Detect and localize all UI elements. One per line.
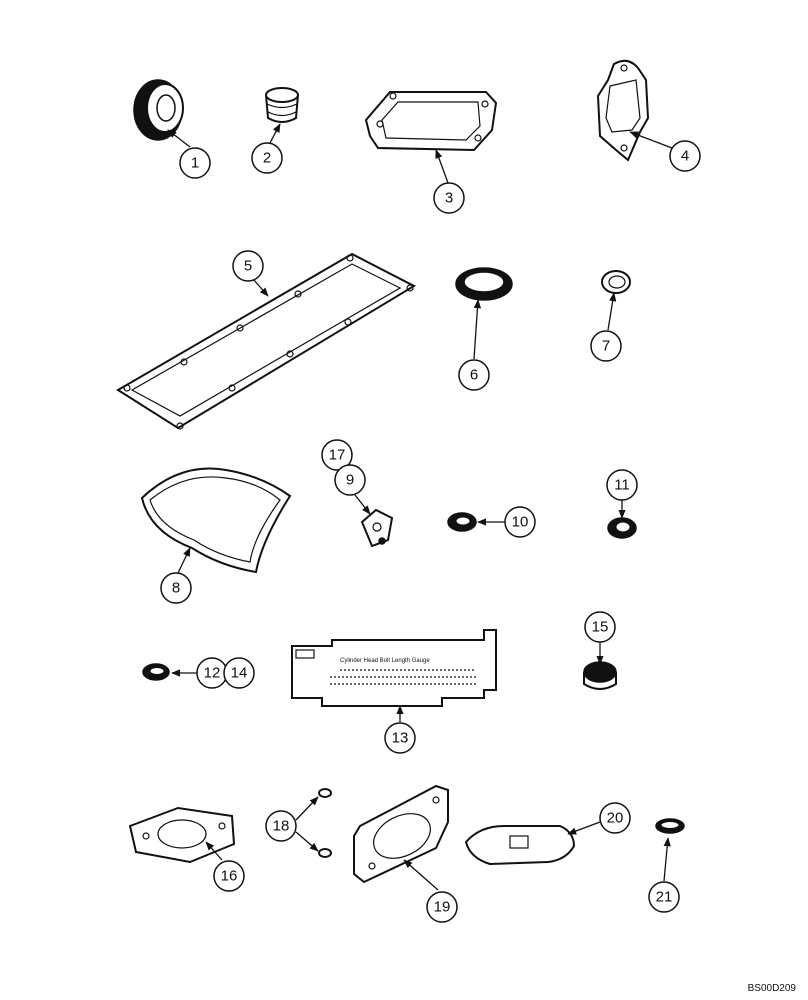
callout-10: 10 [504,506,536,538]
svg-text:9: 9 [346,472,354,489]
part-8-gasket [140,467,292,574]
part-7-ring [601,270,631,294]
svg-text:5: 5 [244,258,252,275]
callout-18: 18 [265,810,297,842]
callout-2: 2 [251,142,283,174]
svg-text:21: 21 [656,889,673,906]
callout-21: 21 [648,881,680,913]
callout-15: 15 [584,611,616,643]
part-16-gasket [128,806,236,864]
part-20-plate [464,825,576,866]
part-6-seal [455,267,513,301]
part-11-washer [607,517,637,539]
svg-text:4: 4 [681,148,689,165]
part-1-seal [133,79,184,141]
callout-19: 19 [426,891,458,923]
gauge-title: Cylinder Head Bolt Length Gauge [340,658,430,664]
part-9-clip [360,508,394,548]
callout-8: 8 [160,572,192,604]
callout-3: 3 [433,182,465,214]
part-12-washer [142,663,170,681]
svg-text:8: 8 [172,580,180,597]
svg-text:1: 1 [191,155,199,172]
svg-text:7: 7 [602,338,610,355]
svg-text:6: 6 [470,367,478,384]
svg-text:16: 16 [221,868,238,885]
svg-text:15: 15 [592,619,609,636]
part-4-gasket [596,59,650,162]
svg-text:20: 20 [607,810,624,827]
callout-16: 16 [213,860,245,892]
svg-text:10: 10 [512,514,529,531]
part-3-gasket [364,91,498,152]
part-10-washer [447,512,477,532]
callout-14: 14 [223,657,255,689]
callout-11: 11 [606,469,638,501]
callout-4: 4 [669,140,701,172]
svg-text:3: 3 [445,190,453,207]
svg-text:17: 17 [329,447,346,464]
part-2-plug [265,87,299,123]
svg-text:11: 11 [614,477,630,494]
callout-17: 17 [321,439,353,471]
leader-lines [167,123,673,891]
part-21-oring [655,818,685,834]
callout-5: 5 [232,250,264,282]
callout-13: 13 [384,722,416,754]
callout-12: 12 [196,657,228,689]
reference-code: BS00D209 [747,983,796,994]
svg-text:13: 13 [392,730,409,747]
callout-7: 7 [590,330,622,362]
part-15-cap [583,661,617,690]
svg-text:18: 18 [273,818,290,835]
part-19-gasket [353,784,449,884]
callout-1: 1 [179,147,211,179]
callout-6: 6 [458,359,490,391]
part-5-gasket [116,252,417,430]
svg-text:14: 14 [231,665,248,682]
svg-text:19: 19 [434,899,451,916]
svg-text:12: 12 [204,665,221,682]
callout-20: 20 [599,802,631,834]
callout-9: 9 [334,464,366,496]
svg-text:2: 2 [263,150,271,167]
part-18-washers [318,788,332,858]
part-13-gauge: Cylinder Head Bolt Length Gauge [291,629,497,707]
